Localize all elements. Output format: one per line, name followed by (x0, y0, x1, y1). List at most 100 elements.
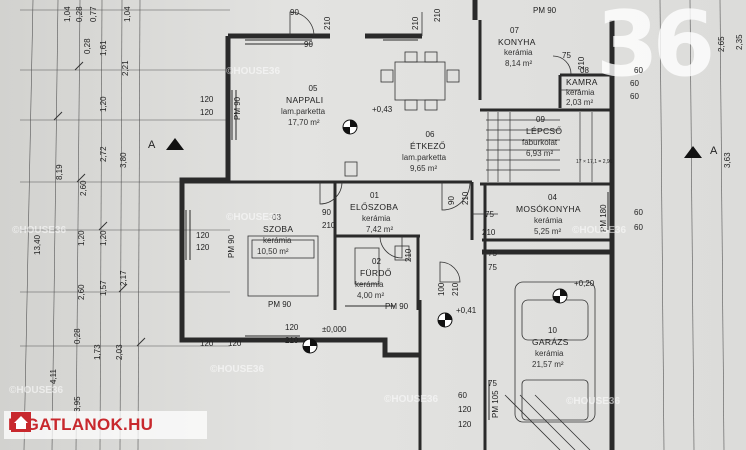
chain-dimension: 2,72 (99, 146, 108, 162)
chain-dimension: 1,57 (99, 280, 108, 296)
dimension-label: 120 (200, 339, 214, 348)
room-material: kerámia (362, 214, 391, 223)
dimension-label: 210 (404, 248, 413, 262)
dimension-label: 60 (634, 208, 643, 217)
room-area: 2,03 m² (566, 98, 594, 107)
watermark: ©HOUSE36 (226, 212, 281, 223)
chain-dimension: 3,80 (119, 152, 128, 168)
chain-dimension: 1,73 (93, 344, 102, 360)
room-name: NAPPALI (286, 95, 324, 105)
watermark: ©HOUSE36 (384, 394, 439, 405)
dimension-label: 120 (458, 420, 472, 429)
room-number: 06 (425, 130, 435, 139)
dimension-label: 75 (488, 263, 497, 272)
section-triangle-right (684, 146, 702, 158)
dimension-label: 75 (488, 249, 497, 258)
room-name: ÉTKEZŐ (410, 141, 446, 151)
dimension-label: 100 (437, 282, 446, 296)
window-label: PM 90 (233, 96, 242, 120)
dimension-label: 75 (562, 51, 571, 60)
chain-dimension: 0,28 (83, 38, 92, 54)
chain-dimension: 2,60 (79, 180, 88, 196)
chain-dimension: 0,77 (89, 6, 98, 22)
dimension-label: 210 (323, 16, 332, 30)
room-material: lam.parketta (281, 107, 326, 116)
room-name: KAMRA (566, 77, 598, 87)
chain-dimension: 0,28 (73, 328, 82, 344)
room-area: 4,00 m² (357, 291, 385, 300)
dimension-label: 210 (482, 228, 496, 237)
dimension-label: 60 (458, 391, 467, 400)
house36-overlay-logo: 36 (596, 0, 715, 97)
chain-dimension: 1,20 (77, 230, 86, 246)
room-area: 10,50 m² (257, 247, 289, 256)
room-material: faburkolat (522, 138, 558, 147)
room-material: kerámia (504, 48, 533, 57)
window-label: PM 90 (268, 300, 292, 309)
chain-dimension: 1,04 (63, 6, 72, 22)
dimension-label: 60 (634, 66, 643, 75)
room-area: 21,57 m² (532, 360, 564, 369)
room-name: MOSÓKONYHA (516, 204, 581, 214)
section-letter-right: A (710, 145, 718, 157)
dimension-label: 90 (447, 196, 456, 205)
dimension-label: 120 (200, 108, 214, 117)
room-number: 08 (580, 66, 589, 75)
chain-dimension: 1,20 (99, 96, 108, 112)
room-material: kerámia (534, 216, 563, 225)
dimension-label: 75 (485, 210, 494, 219)
room-material: kerámia (263, 236, 292, 245)
room-number: 09 (536, 115, 545, 124)
dimension-label: 120 (228, 339, 242, 348)
chain-dimension: 2,60 (77, 284, 86, 300)
watermark: ©HOUSE36 (226, 66, 281, 77)
room-name: ELŐSZOBA (350, 202, 399, 212)
room-name: KONYHA (498, 37, 536, 47)
watermark: ©HOUSE36 (12, 225, 67, 236)
level-label: +0,20 (574, 279, 595, 288)
chain-dimension: 2,65 (717, 36, 726, 52)
watermark: ©HOUSE36 (210, 364, 265, 375)
room-name: LÉPCSŐ (526, 126, 563, 136)
room-number: 07 (510, 26, 519, 35)
dimension-label: 210 (451, 282, 460, 296)
chain-dimension: 3,95 (73, 396, 82, 412)
window-label: PM 90 (227, 234, 236, 258)
room-name: FÜRDŐ (360, 268, 392, 278)
dimension-label: 210 (461, 191, 470, 205)
watermark: ©HOUSE36 (566, 396, 621, 407)
room-number: 02 (372, 257, 381, 266)
dimension-label: 120 (200, 95, 214, 104)
room-name: SZOBA (263, 224, 294, 234)
room-name: GARÁZS (532, 337, 569, 347)
chain-dimension: 3,63 (723, 152, 732, 168)
dimension-label: 120 (458, 405, 472, 414)
room-area: 17,70 m² (288, 118, 320, 127)
dimension-label: 60 (634, 223, 643, 232)
room-material: kerámia (535, 349, 564, 358)
dimension-label: 120 (285, 323, 299, 332)
room-area: 9,65 m² (410, 164, 438, 173)
chain-dimension: 1,61 (99, 40, 108, 56)
dimension-label: 120 (196, 231, 210, 240)
room-area: 5,25 m² (534, 227, 562, 236)
window-label: PM 105 (491, 390, 500, 418)
watermark: ©HOUSE36 (9, 385, 64, 396)
room-number: 10 (548, 326, 557, 335)
dimension-label: 90 (304, 40, 313, 49)
chain-dimension: 1,20 (99, 230, 108, 246)
chain-dimension: 8,19 (55, 164, 64, 180)
dimension-label: 90 (322, 208, 331, 217)
ingatlanok-logo-badge: INGATLANOK.HU (4, 411, 207, 439)
dimension-label: 210 (411, 16, 420, 30)
chain-dimension: 0,28 (75, 6, 84, 22)
dimension-label: 75 (488, 379, 497, 388)
dimension-label: 210 (322, 221, 336, 230)
level-label: +0,43 (372, 105, 393, 114)
level-label: ±0,000 (322, 325, 347, 334)
level-label: +0,41 (456, 306, 477, 315)
chain-dimension: 1,04 (123, 6, 132, 22)
dimension-label: 90 (290, 8, 299, 17)
